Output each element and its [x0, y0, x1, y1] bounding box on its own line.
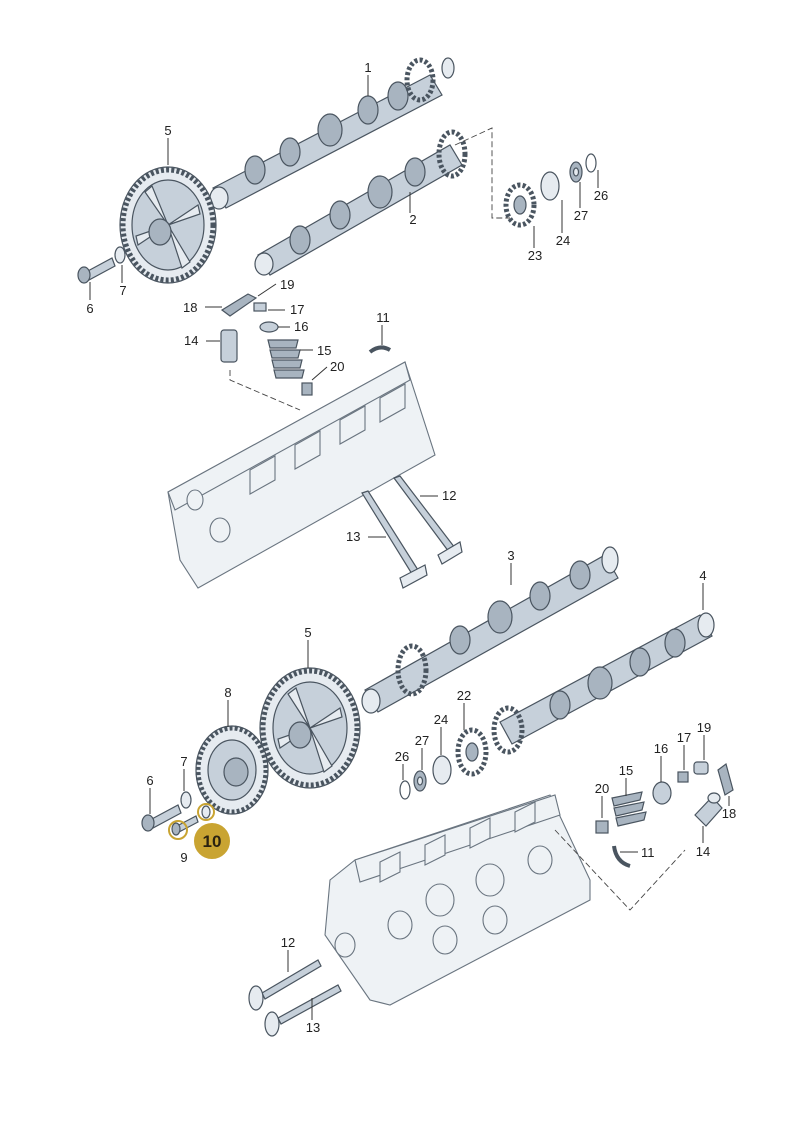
- sprocket-5-lower: [259, 667, 361, 789]
- rocker-18-lower: [717, 762, 734, 796]
- sprocket-23-upper: [503, 182, 537, 228]
- spring-15-lower: [611, 791, 647, 827]
- sprocket-22: [455, 727, 489, 777]
- callout-20-lower: 20: [595, 781, 609, 796]
- highlight-callout-10[interactable]: 10: [192, 821, 232, 861]
- keeper-17-lower: [677, 771, 689, 783]
- callout-14-upper: 14: [184, 333, 198, 348]
- callout-17-upper: 17: [290, 302, 304, 317]
- washer-24-upper: [540, 171, 560, 201]
- leader-lines: [89, 75, 730, 1020]
- camshaft-4: [491, 612, 715, 755]
- callout-9: 9: [180, 850, 187, 865]
- washer-7-upper: [114, 246, 126, 264]
- cylinder-head-upper: [167, 361, 436, 589]
- camshaft-1: [209, 57, 455, 210]
- callout-13-lower: 13: [306, 1020, 320, 1035]
- upper-assembly: [77, 57, 597, 589]
- callout-18-upper: 18: [183, 300, 197, 315]
- callout-2: 2: [409, 212, 416, 227]
- washer-7-lower: [180, 791, 192, 809]
- callout-23-upper: 23: [528, 248, 542, 263]
- callout-26-upper: 26: [594, 188, 608, 203]
- callout-11-upper: 11: [376, 310, 390, 325]
- bolt-6-lower: [141, 804, 182, 832]
- callout-14-lower: 14: [696, 844, 710, 859]
- callout-16-upper: 16: [294, 319, 308, 334]
- callout-1: 1: [364, 60, 371, 75]
- callout-7-lower: 7: [180, 754, 187, 769]
- highlight-label: 10: [203, 832, 222, 851]
- callout-labels: 1 2 5 6 7 23 24 27 26 19 18 17 16 14 15 …: [86, 60, 736, 1035]
- lifter-14-lower: [694, 792, 723, 827]
- valve-13-lower: [264, 984, 342, 1037]
- callout-17-lower: 17: [677, 730, 691, 745]
- callout-22: 22: [457, 688, 471, 703]
- callout-16-lower: 16: [654, 741, 668, 756]
- washer-10: [201, 805, 211, 819]
- spring-15-upper: [267, 339, 305, 379]
- callout-11-lower: 11: [641, 845, 655, 860]
- cap-19-lower: [693, 761, 709, 775]
- callout-27-lower: 27: [415, 733, 429, 748]
- callout-24-lower: 24: [434, 712, 448, 727]
- retainer-17-upper: [253, 302, 267, 312]
- callout-7-upper: 7: [119, 283, 126, 298]
- callout-27-upper: 27: [574, 208, 588, 223]
- callout-24-upper: 24: [556, 233, 570, 248]
- bolt-9: [171, 815, 199, 836]
- camshaft-3: [361, 546, 619, 714]
- rocker-18-upper: [220, 293, 258, 317]
- seal-11-lower: [612, 845, 631, 868]
- highlight-ring-washer: [197, 803, 215, 821]
- callout-19-lower: 19: [697, 720, 711, 735]
- highlight-ring-bolt: [168, 820, 188, 840]
- valve-12-upper: [393, 475, 463, 565]
- callout-8: 8: [224, 685, 231, 700]
- callout-6-upper: 6: [86, 301, 93, 316]
- callout-12-upper: 12: [442, 488, 456, 503]
- camshaft-2: [254, 129, 468, 276]
- callout-26-lower: 26: [395, 749, 409, 764]
- callout-20-upper: 20: [330, 359, 344, 374]
- retainer-16-lower: [652, 781, 672, 805]
- callout-6-lower: 6: [146, 773, 153, 788]
- callout-15-upper: 15: [317, 343, 331, 358]
- callout-5-upper: 5: [164, 123, 171, 138]
- callout-3: 3: [507, 548, 514, 563]
- callout-18-lower: 18: [722, 806, 736, 821]
- cylinder-head-lower: [324, 794, 591, 1006]
- callout-12-lower: 12: [281, 935, 295, 950]
- valve-12-lower: [248, 959, 322, 1011]
- lifter-14-upper: [220, 329, 238, 363]
- washer-24-lower: [432, 755, 452, 785]
- circlip-26-upper: [585, 153, 597, 173]
- callout-13-upper: 13: [346, 529, 360, 544]
- callout-5-lower: 5: [304, 625, 311, 640]
- guide-20-upper: [301, 382, 313, 396]
- callout-15-lower: 15: [619, 763, 633, 778]
- keeper-16-upper: [259, 321, 279, 333]
- bolt-6-upper: [77, 257, 116, 284]
- sprocket-8: [195, 725, 269, 815]
- guide-20-lower: [595, 820, 609, 834]
- sprocket-5-upper: [119, 166, 217, 284]
- circlip-26-lower: [399, 780, 411, 800]
- lower-assembly: 10: [141, 546, 734, 1037]
- callout-19-upper: 19: [280, 277, 294, 292]
- valve-13-upper: [361, 490, 428, 589]
- callout-4: 4: [699, 568, 706, 583]
- seal-11-upper: [368, 345, 392, 354]
